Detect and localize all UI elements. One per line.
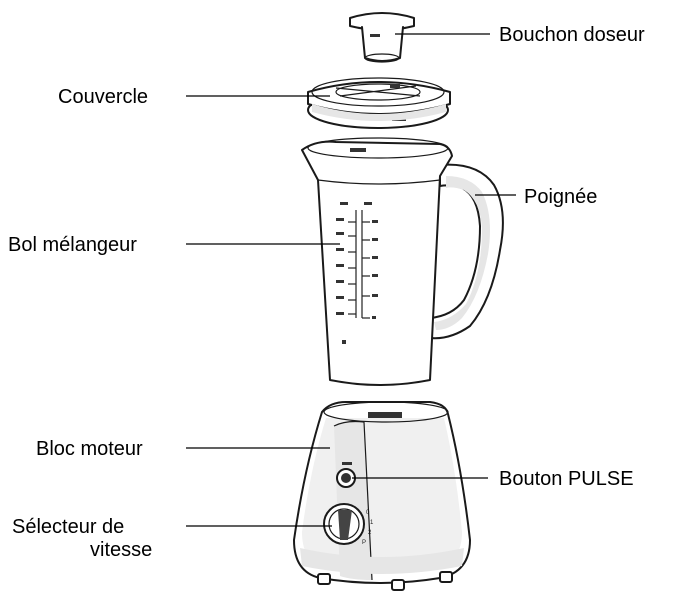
lid bbox=[307, 77, 451, 129]
svg-text:P: P bbox=[362, 540, 366, 546]
measuring-cap bbox=[349, 12, 415, 63]
speed-dial-shape: 0 1 2 P bbox=[323, 503, 374, 546]
svg-text:1: 1 bbox=[370, 520, 374, 526]
jug bbox=[301, 137, 504, 386]
motor-base: 0 1 2 P bbox=[293, 401, 471, 591]
label-selecteur-line2: vitesse bbox=[90, 539, 152, 561]
label-bol-melangeur: Bol mélangeur bbox=[8, 234, 137, 256]
label-couvercle: Couvercle bbox=[58, 86, 148, 108]
label-bouchon-doseur: Bouchon doseur bbox=[499, 24, 645, 46]
label-bouton-pulse: Bouton PULSE bbox=[499, 468, 634, 490]
label-poignee: Poignée bbox=[524, 186, 597, 208]
label-selecteur-line1: Sélecteur de bbox=[12, 516, 124, 538]
svg-text:2: 2 bbox=[368, 530, 372, 536]
measurement-scale bbox=[336, 202, 378, 344]
label-bloc-moteur: Bloc moteur bbox=[36, 438, 143, 460]
leader-lines bbox=[186, 33, 516, 527]
svg-text:0: 0 bbox=[366, 510, 370, 516]
